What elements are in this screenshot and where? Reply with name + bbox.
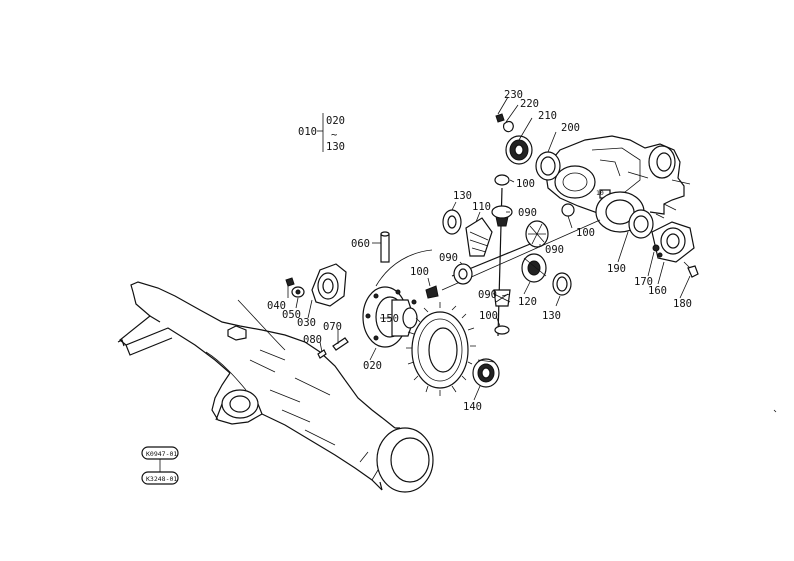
carrier-stamp: 10 xyxy=(596,189,604,197)
callout-170: 170 xyxy=(634,276,653,288)
callout-100-a: 100 xyxy=(516,178,535,190)
callout-080: 080 xyxy=(303,334,322,346)
callout-050: 050 xyxy=(282,309,301,321)
stamp-bottom-frame xyxy=(141,471,179,485)
callout-090-d: 090 xyxy=(478,289,497,301)
callout-060: 060 xyxy=(351,238,370,250)
leader-lines xyxy=(287,96,691,401)
callout-220: 220 xyxy=(520,98,539,110)
axle-housing xyxy=(117,281,434,493)
stamp-bottom: K3248-01 xyxy=(146,475,177,483)
callout-140: 140 xyxy=(463,401,482,413)
callout-180: 180 xyxy=(673,298,692,310)
reference-range-start: 020 xyxy=(326,115,345,127)
callout-070: 070 xyxy=(323,321,342,333)
callout-120: 120 xyxy=(518,296,537,308)
callout-110: 110 xyxy=(472,201,491,213)
callout-090-c: 090 xyxy=(439,252,458,264)
pinion-group xyxy=(495,113,561,181)
callout-130-b: 130 xyxy=(542,310,561,322)
reference-range-tilde: ~ xyxy=(331,129,337,141)
differential-case xyxy=(285,231,433,359)
reference-index: 010 xyxy=(298,126,317,138)
stamp-top: K0947-01 xyxy=(146,450,177,458)
drawing-stamps: K0947-01 K3248-01 xyxy=(141,446,179,485)
ring-gear xyxy=(406,302,476,396)
callout-130-a: 130 xyxy=(453,190,472,202)
reference-range-end: 130 xyxy=(326,141,345,153)
differential-gears xyxy=(425,174,601,337)
callout-040: 040 xyxy=(267,300,286,312)
callout-020: 020 xyxy=(363,360,382,372)
callout-030: 030 xyxy=(297,317,316,329)
callout-100-d: 100 xyxy=(479,310,498,322)
bearing-140 xyxy=(472,358,500,388)
callout-100-c: 100 xyxy=(410,266,429,278)
callout-100-b: 100 xyxy=(576,227,595,239)
callout-labels: 230 220 210 200 100 130 110 090 100 090 … xyxy=(267,89,692,413)
callout-090-b: 090 xyxy=(545,244,564,256)
callout-190: 190 xyxy=(607,263,626,275)
callout-090-a: 090 xyxy=(518,207,537,219)
callout-200: 200 xyxy=(561,122,580,134)
callout-230: 230 xyxy=(504,89,523,101)
callout-150: 150 xyxy=(380,313,399,325)
bearing-retainer-group xyxy=(628,209,699,278)
callout-160: 160 xyxy=(648,285,667,297)
reference-bracket: 010 020 ~ 130 xyxy=(298,113,345,153)
callout-210: 210 xyxy=(538,110,557,122)
